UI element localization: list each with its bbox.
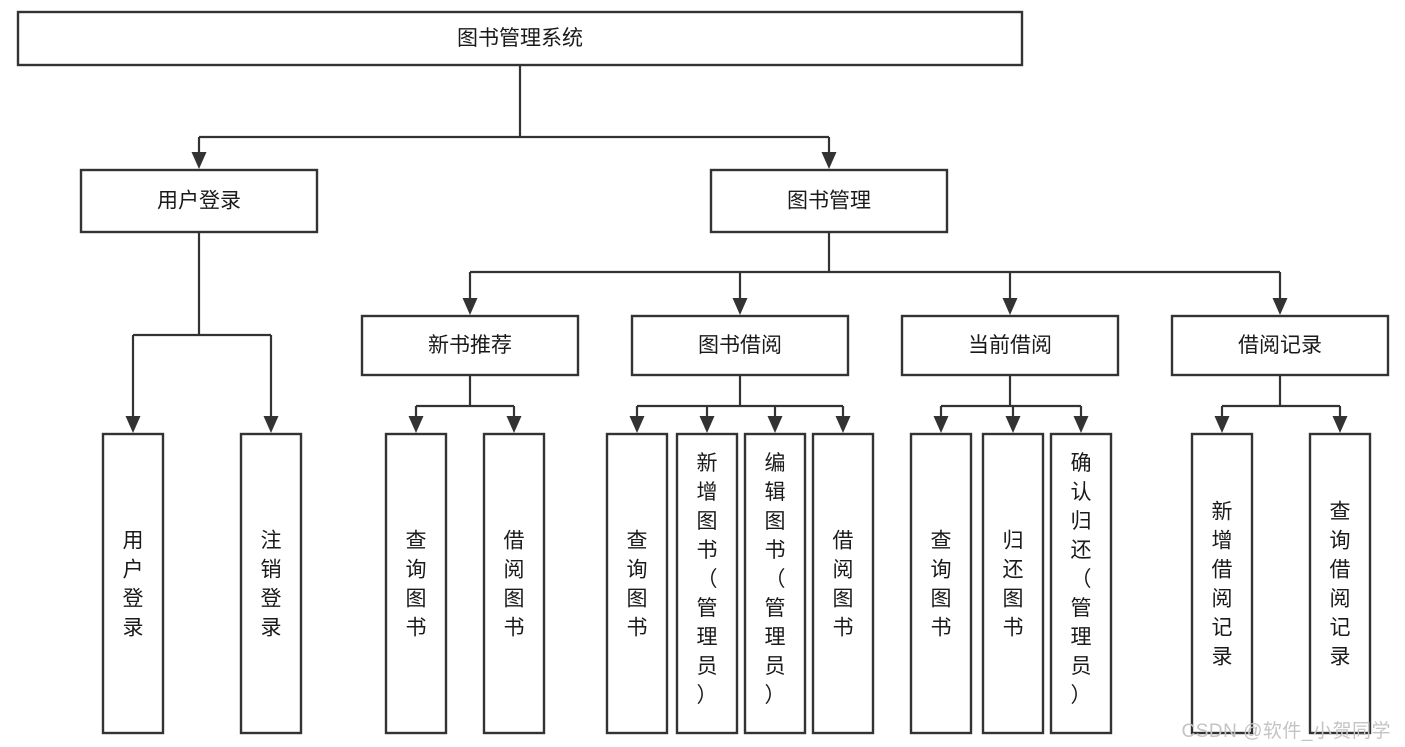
arrow-head-icon	[1005, 416, 1021, 433]
node-label: 新书推荐	[428, 334, 512, 357]
node-box-leaf	[675, 432, 739, 735]
node-current-borrow[interactable]: 当前借阅	[900, 314, 1120, 377]
node-label: 编辑图书（管理员）	[765, 452, 786, 707]
node-label: 图书借阅	[698, 334, 782, 357]
node-label: 查询图书	[627, 530, 648, 640]
arrow-head-icon	[1073, 416, 1089, 433]
arrow-head-icon	[732, 298, 748, 315]
node-box-level2	[709, 168, 949, 234]
arrow-head-icon	[629, 416, 645, 433]
connector-mgmt-bus	[462, 232, 1288, 315]
node-root[interactable]: 图书管理系统	[16, 10, 1024, 67]
connector-record-bus	[1214, 375, 1348, 433]
node-leaf-query-book-current[interactable]: 查询图书	[909, 432, 973, 735]
arrow-head-icon	[821, 152, 837, 169]
node-box-leaf	[811, 432, 875, 735]
node-label: 用户登录	[123, 530, 144, 640]
node-box-leaf	[482, 432, 546, 735]
node-label: 查询图书	[931, 530, 952, 640]
arrow-head-icon	[1214, 416, 1230, 433]
node-book-management[interactable]: 图书管理	[709, 168, 949, 234]
node-label: 当前借阅	[968, 334, 1052, 357]
node-leaf-borrow-book-recommend[interactable]: 借阅图书	[482, 432, 546, 735]
node-borrow-record[interactable]: 借阅记录	[1170, 314, 1390, 377]
node-box-leaf	[909, 432, 973, 735]
node-box-level3	[360, 314, 580, 377]
node-box-level3	[900, 314, 1120, 377]
node-leaf-add-borrow-record[interactable]: 新增借阅记录	[1190, 432, 1254, 735]
arrow-head-icon	[263, 416, 279, 433]
watermark-text: CSDN @软件_小贺同学	[1181, 721, 1391, 742]
node-leaf-add-book[interactable]: 新增图书（管理员）	[675, 432, 739, 735]
arrow-head-icon	[1332, 416, 1348, 433]
node-user-login[interactable]: 用户登录	[79, 168, 319, 234]
arrow-head-icon	[462, 298, 478, 315]
arrow-head-icon	[191, 152, 207, 169]
node-box-leaf	[981, 432, 1045, 735]
node-label: 借阅图书	[833, 530, 854, 640]
arrow-head-icon	[767, 416, 783, 433]
arrow-head-icon	[933, 416, 949, 433]
node-box-leaf	[743, 432, 807, 735]
node-leaf-edit-book[interactable]: 编辑图书（管理员）	[743, 432, 807, 735]
arrow-head-icon	[125, 416, 141, 433]
node-label: 借阅记录	[1238, 334, 1322, 357]
node-box-leaf	[239, 432, 303, 735]
node-box-level2	[79, 168, 319, 234]
node-leaf-confirm-return[interactable]: 确认归还（管理员）	[1049, 432, 1113, 735]
arrow-head-icon	[506, 416, 522, 433]
connector-root-bus	[191, 65, 837, 169]
node-leaf-logout[interactable]: 注销登录	[239, 432, 303, 735]
connector-login-bus	[125, 232, 279, 433]
node-label: 借阅图书	[504, 530, 525, 640]
node-leaf-query-book-recommend[interactable]: 查询图书	[384, 432, 448, 735]
arrow-head-icon	[1002, 298, 1018, 315]
node-label: 用户登录	[157, 190, 241, 213]
node-label: 查询图书	[406, 530, 427, 640]
node-box-level3	[1170, 314, 1390, 377]
node-box-leaf	[1049, 432, 1113, 735]
connectors-layer	[125, 65, 1348, 433]
node-box-leaf	[101, 432, 165, 735]
node-box-leaf	[384, 432, 448, 735]
node-box-level3	[630, 314, 850, 377]
connector-current-bus	[933, 375, 1089, 433]
node-label: 确认归还（管理员）	[1071, 452, 1092, 707]
node-leaf-user-login[interactable]: 用户登录	[101, 432, 165, 735]
arrow-head-icon	[699, 416, 715, 433]
node-label: 归还图书	[1003, 530, 1024, 640]
nodes-layer: 图书管理系统用户登录图书管理新书推荐图书借阅当前借阅借阅记录用户登录注销登录查询…	[16, 10, 1390, 735]
node-box-leaf	[1190, 432, 1254, 735]
arrow-head-icon	[835, 416, 851, 433]
node-box-leaf	[605, 432, 669, 735]
arrow-head-icon	[1272, 298, 1288, 315]
node-leaf-query-book-borrow[interactable]: 查询图书	[605, 432, 669, 735]
node-label: 图书管理	[787, 190, 871, 213]
node-leaf-return-book[interactable]: 归还图书	[981, 432, 1045, 735]
node-leaf-query-borrow-record[interactable]: 查询借阅记录	[1308, 432, 1372, 735]
node-box-root	[16, 10, 1024, 67]
node-leaf-borrow-book[interactable]: 借阅图书	[811, 432, 875, 735]
connector-recommend-bus	[408, 375, 522, 433]
node-new-book-recommend[interactable]: 新书推荐	[360, 314, 580, 377]
node-box-leaf	[1308, 432, 1372, 735]
node-label: 新增借阅记录	[1212, 501, 1233, 669]
connector-borrow-bus	[629, 375, 851, 433]
node-label: 图书管理系统	[457, 27, 583, 50]
node-label: 注销登录	[261, 530, 282, 640]
node-book-borrow[interactable]: 图书借阅	[630, 314, 850, 377]
node-label: 查询借阅记录	[1330, 501, 1351, 669]
arrow-head-icon	[408, 416, 424, 433]
node-label: 新增图书（管理员）	[697, 452, 718, 707]
